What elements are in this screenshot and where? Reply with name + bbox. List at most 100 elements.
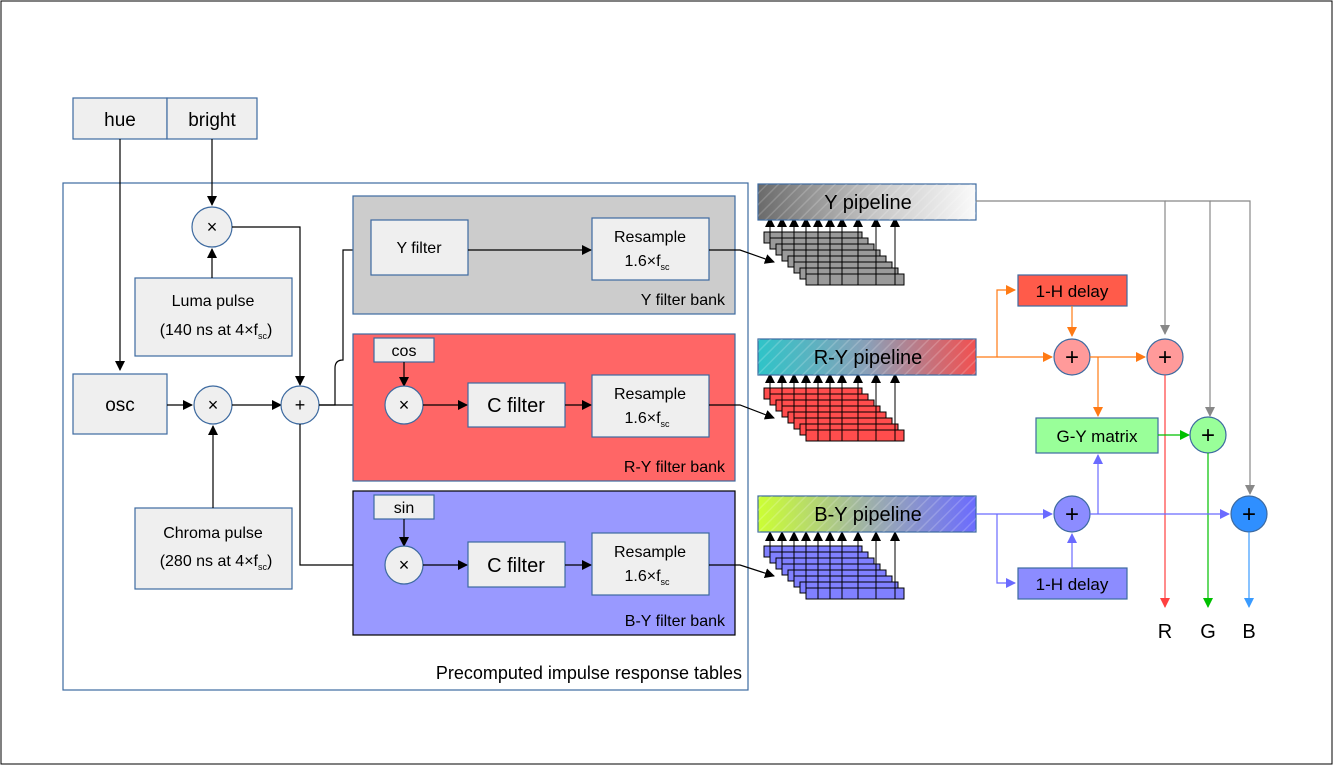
ry-sum-symbol: + xyxy=(1065,344,1079,371)
by-filter-bank-label: B-Y filter bank xyxy=(625,613,726,630)
by-table-8 xyxy=(805,587,905,600)
y-tap-arrow-10 xyxy=(890,217,900,227)
precomputed-tables-container xyxy=(62,182,749,691)
output-r-label: R xyxy=(1158,621,1172,643)
output-b-label: B xyxy=(1242,621,1255,643)
ry-resample-label: Resample xyxy=(614,386,686,403)
luma-pulse-box xyxy=(134,277,293,357)
y-filter-bank-label: Y filter bank xyxy=(641,292,726,309)
luma-pulse-detail: (140 ns at 4×fsc) xyxy=(160,322,273,341)
r-adder-symbol: + xyxy=(1158,344,1172,371)
y-tap-arrow-6 xyxy=(825,217,835,227)
ry-table-stack xyxy=(763,373,905,442)
ry-delay-label: 1-H delay xyxy=(1036,282,1109,301)
by-tap-arrow-1 xyxy=(765,531,775,541)
by-delay-box xyxy=(1017,567,1128,600)
chroma-pulse-detail: (280 ns at 4×fsc) xyxy=(160,553,273,572)
by-resample-rate: 1.6×fsc xyxy=(624,568,670,587)
by-pipeline-label: B-Y pipeline xyxy=(814,504,921,526)
y-resample-rate: 1.6×fsc xyxy=(624,253,670,272)
y-tap-arrow-7 xyxy=(837,217,847,227)
y-tap-arrow-3 xyxy=(789,217,799,227)
container-caption: Precomputed impulse response tables xyxy=(436,663,742,683)
osc-label: osc xyxy=(105,395,135,416)
chroma-multiplier-symbol: × xyxy=(208,395,219,415)
ry-pipeline-hatch xyxy=(758,339,976,375)
ry-filter-bank-label: R-Y filter bank xyxy=(624,459,726,476)
wire-y-to-b-adder xyxy=(1210,200,1255,495)
y-tap-arrow-5 xyxy=(813,217,823,227)
sin-label: sin xyxy=(394,500,414,517)
by-multiplier-symbol: × xyxy=(399,555,410,575)
y-resample-box xyxy=(591,217,710,281)
by-tap-arrow-6 xyxy=(825,531,835,541)
by-tap-arrow-9 xyxy=(871,531,881,541)
b-adder-symbol: + xyxy=(1242,501,1256,528)
by-sum-symbol: + xyxy=(1065,501,1079,528)
y-filter-label: Y filter xyxy=(396,240,442,257)
ry-c-filter-label: C filter xyxy=(487,395,545,417)
by-delay-label: 1-H delay xyxy=(1036,575,1109,594)
wire-ry-resample-to-stack xyxy=(709,404,775,420)
y-filter-box xyxy=(370,219,469,276)
gy-matrix-label: G-Y matrix xyxy=(1057,427,1138,446)
y-tap-arrow-1 xyxy=(765,217,775,227)
ry-tap-arrow-5 xyxy=(813,373,823,383)
y-resample-label: Resample xyxy=(614,229,686,246)
by-pipeline-hatch xyxy=(758,496,976,532)
cos-box xyxy=(373,337,435,363)
chroma-pulse-label: Chroma pulse xyxy=(163,525,263,542)
bright-label: bright xyxy=(188,110,236,131)
y-tap-arrow-4 xyxy=(801,217,811,227)
y-tap-arrow-9 xyxy=(871,217,881,227)
ry-tap-arrow-7 xyxy=(837,373,847,383)
wire-adder-to-y-filter xyxy=(319,245,369,406)
ry-delay-box xyxy=(1017,274,1128,307)
ry-c-filter-box xyxy=(467,382,566,428)
ry-resample-rate: 1.6×fsc xyxy=(624,410,670,429)
output-g-label: G xyxy=(1200,621,1216,643)
ry-tap-arrow-10 xyxy=(890,373,900,383)
luma-multiplier-symbol: × xyxy=(207,217,218,237)
y-table-stack xyxy=(763,217,905,286)
ry-resample-box xyxy=(591,374,710,438)
bright-input-box[interactable] xyxy=(166,97,258,140)
y-pipeline-hatch xyxy=(758,184,976,220)
cos-label: cos xyxy=(392,343,417,360)
ry-tap-arrow-8 xyxy=(853,373,863,383)
y-table-8 xyxy=(805,273,905,286)
hue-input-box[interactable] xyxy=(72,97,168,140)
by-tap-arrow-8 xyxy=(853,531,863,541)
pulse-adder-symbol: + xyxy=(295,395,306,415)
wire-ry-to-delay xyxy=(976,285,1016,358)
luma-pulse-label: Luma pulse xyxy=(172,293,255,310)
by-c-filter-box xyxy=(467,541,566,588)
by-tap-arrow-5 xyxy=(813,531,823,541)
wire-by-resample-to-stack xyxy=(709,564,775,578)
by-resample-label: Resample xyxy=(614,544,686,561)
by-table-stack xyxy=(763,531,905,600)
ry-tap-arrow-2 xyxy=(777,373,787,383)
osc-box xyxy=(72,373,168,435)
by-tap-arrow-7 xyxy=(837,531,847,541)
ry-tap-arrow-1 xyxy=(765,373,775,383)
ry-pipeline-label: R-Y pipeline xyxy=(814,347,923,369)
by-c-filter-label: C filter xyxy=(487,555,545,577)
y-pipeline-label: Y pipeline xyxy=(824,192,911,214)
by-tap-arrow-2 xyxy=(777,531,787,541)
by-tap-arrow-10 xyxy=(890,531,900,541)
ry-tap-arrow-9 xyxy=(871,373,881,383)
wire-y-resample-to-stack xyxy=(709,249,775,264)
g-adder-symbol: + xyxy=(1201,422,1215,449)
ry-tap-arrow-6 xyxy=(825,373,835,383)
ry-tap-arrow-4 xyxy=(801,373,811,383)
wire-by-to-delay xyxy=(996,514,1016,588)
gy-matrix-box xyxy=(1035,417,1159,454)
by-tap-arrow-4 xyxy=(801,531,811,541)
hue-label: hue xyxy=(104,110,136,131)
chroma-pulse-box xyxy=(134,507,293,590)
y-tap-arrow-8 xyxy=(853,217,863,227)
wire-luma-mult-to-adder xyxy=(232,226,305,386)
